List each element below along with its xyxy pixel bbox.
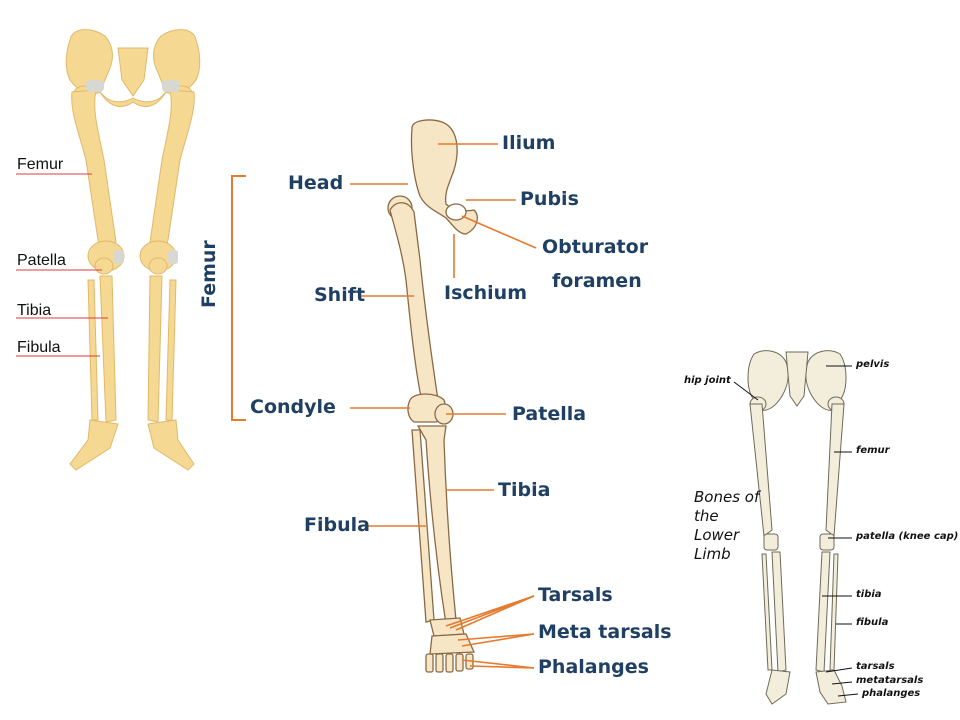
tarsals-leader [825,667,853,673]
left-knee-cartilage [114,250,124,264]
phalanges-leader-1 [461,659,535,669]
femur-shaft [389,202,439,412]
obturator-leader [461,215,537,249]
fibula-label: fibula [856,617,889,628]
right-tibia [147,275,163,423]
right-fibula [165,279,177,421]
left-leg-diagram: Femur Patella Tibia Fibula [0,0,230,500]
metatarsals-leader [831,681,853,685]
right-diagram-pelvis [747,350,789,411]
shift-label: Shift [314,284,366,306]
middle-skeleton-drawing [231,119,537,673]
right-knee-cartilage [168,250,178,264]
tarsals-leader-3 [455,595,535,631]
right-diagram-left-femur [749,403,773,537]
right-femur [149,89,195,249]
head-label: Head [288,172,344,194]
diagram-title: Bones of the Lower Limb [694,488,760,563]
pubic-arch [99,91,167,108]
right-diagram-right-patella [819,533,835,551]
ilium-label: Ilium [502,132,556,154]
obturator-label-line2: foramen [552,270,642,292]
femur-label: Femur [17,156,64,173]
left-femur [71,89,117,249]
metatarsals-leader-2 [461,633,535,647]
ischium-label: Ischium [444,282,528,304]
phalanges-leader-2 [469,665,535,669]
metatarsals-label: Meta tarsals [538,621,672,643]
hip-joint-label: hip joint [684,375,731,386]
phalanges [425,653,474,673]
fibula-label: Fibula [304,514,370,536]
patella-label: Patella [512,403,587,425]
right-diagram-right-tibia [815,551,831,673]
sacrum [117,47,149,97]
phalanges-leader [837,693,859,697]
left-hip-cartilage [86,80,104,92]
right-leg-diagram: pelvis hip joint femur Bones of the Lowe… [676,340,960,720]
femur-bracket [231,175,246,421]
left-patella [94,257,114,275]
obturator-foramen [445,203,467,221]
tarsals [429,617,465,637]
tibia-label: Tibia [17,302,52,319]
metatarsals [429,633,475,655]
right-diagram-right-foot [815,669,847,705]
ilium [410,119,478,235]
femur-side-label: Femur [198,240,220,308]
right-diagram-right-femur [825,403,845,537]
phalanges-label: Phalanges [538,656,649,678]
right-pelvis [153,29,201,94]
phalanges-label: phalanges [862,688,921,699]
right-foot [147,419,195,471]
left-foot [69,419,119,471]
patella-label: patella (knee cap) [856,531,959,542]
right-diagram-left-fibula [761,553,773,671]
left-fibula [87,279,99,421]
metatarsals-leader-1 [457,633,535,641]
right-diagram-left-tibia [771,551,787,673]
tarsals-label: tarsals [856,661,895,672]
patella-label: Patella [17,252,66,269]
right-diagram-left-patella [763,533,779,551]
tarsals-label: Tarsals [538,584,613,606]
metatarsals-label: metatarsals [856,675,924,686]
right-hip-cartilage [162,80,180,92]
pubis-label: Pubis [520,188,579,210]
obturator-label-line1: Obturator [542,236,649,258]
tibia-label: Tibia [498,479,551,501]
right-diagram-sacrum [785,351,809,407]
fibula-label: Fibula [17,339,61,356]
condyle-label: Condyle [250,396,336,418]
right-diagram-left-foot [765,669,791,705]
right-patella [148,257,168,275]
left-tibia [99,275,117,423]
right-diagram-right-fibula [829,553,839,671]
tibia-label: tibia [856,589,882,600]
femur-label: femur [856,445,890,456]
left-skeleton-drawing [16,29,201,471]
left-pelvis [65,29,113,94]
hip-joint-leader [733,381,759,401]
middle-leg-diagram: Femur Ilium Head Pubis Obturator foramen… [198,100,680,700]
right-skeleton-drawing [733,350,859,705]
pelvis-label: pelvis [856,359,890,370]
